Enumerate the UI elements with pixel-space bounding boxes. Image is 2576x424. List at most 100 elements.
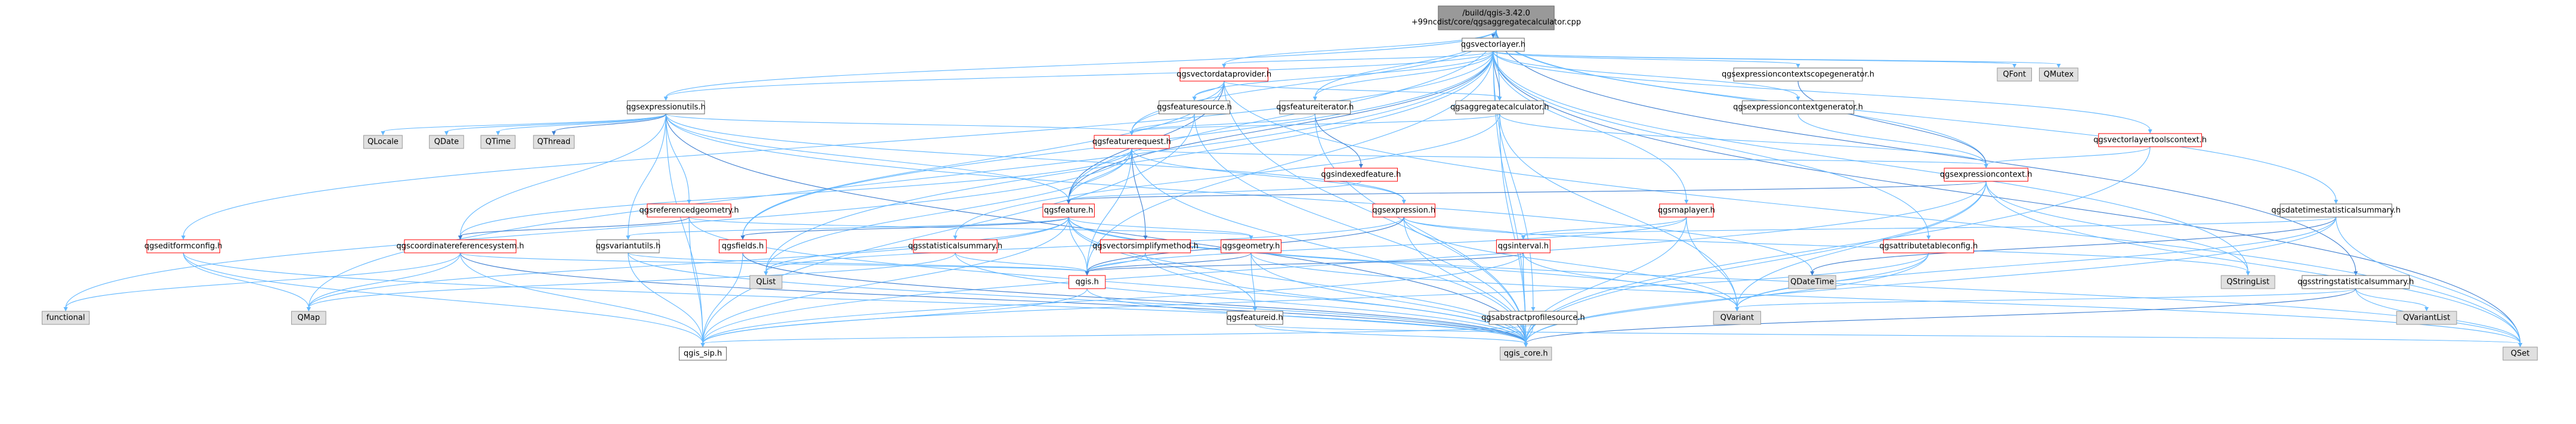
node-qgis_sip[interactable]: qgis_sip.h <box>679 346 727 361</box>
node-qgsstringstatisticalsummary[interactable]: qgsstringstatisticalsummary.h <box>2297 275 2414 289</box>
edge-arrowhead <box>1796 97 1800 101</box>
edge-qgsexpressioncontextscopegenerator-to-qgsexpressioncontext <box>1797 81 1987 165</box>
node-qgsexpressioncontextgenerator[interactable]: qgsexpressioncontextgenerator.h <box>1733 100 1863 114</box>
node-box <box>1733 67 1863 82</box>
node-label: qgis.h <box>1076 278 1099 287</box>
edge-qgsexpression-to-QStringList <box>1403 216 2248 273</box>
node-qgsfields[interactable]: qgsfields.h <box>718 239 767 253</box>
node-label: qgsexpressionutils.h <box>626 103 706 112</box>
edge-arrowhead <box>1810 271 1815 276</box>
node-qgsvectorlayertoolscontext[interactable]: qgsvectorlayertoolscontext.h <box>2093 133 2207 147</box>
node-qgsinterval[interactable]: qgsinterval.h <box>1496 239 1550 253</box>
node-qgseditformconfig[interactable]: qgseditformconfig.h <box>144 239 223 253</box>
node-label: qgsfields.h <box>722 242 764 251</box>
node-qgsvariantutils[interactable]: qgsvariantutils.h <box>595 239 660 253</box>
node-box <box>1221 239 1281 253</box>
edge-qgsexpressioncontext-to-qgsfeature <box>1068 181 1987 201</box>
edge-arrowhead <box>2148 129 2152 134</box>
edge-arrowhead <box>663 97 668 101</box>
edge-arrowhead <box>1192 97 1197 101</box>
node-box <box>480 135 516 149</box>
node-qgsreferencedgeometry[interactable]: qgsreferencedgeometry.h <box>640 203 739 218</box>
edge-qgsmaplayer-to-QVariant <box>1686 216 1738 308</box>
node-label: QMap <box>298 314 320 323</box>
edge-arrowhead <box>2245 271 2250 276</box>
node-qgsaggregatecalculator[interactable]: qgsaggregatecalculator.h <box>1450 100 1549 114</box>
node-box <box>1659 203 1714 218</box>
node-qgsfeature[interactable]: qgsfeature.h <box>1042 203 1095 218</box>
node-label: qgsmaplayer.h <box>1658 206 1715 215</box>
edge-arrowhead <box>1143 236 1148 240</box>
node-box <box>533 135 575 149</box>
node-label: qgsexpression.h <box>1372 206 1435 215</box>
node-qgscoordinatereferencesystem[interactable]: qgscoordinatereferencesystem.h <box>396 239 524 253</box>
node-qgsfeatureiterator[interactable]: qgsfeatureiterator.h <box>1276 100 1354 114</box>
node-qgsdatetimestatisticalsummary[interactable]: qgsdatetimestatisticalsummary.h <box>2271 203 2401 218</box>
node-label: qgsvectorlayertoolscontext.h <box>2093 136 2207 145</box>
node-label: qgsexpressioncontext.h <box>1940 171 2033 179</box>
node-qgsvectorsimplifymethod[interactable]: qgsvectorsimplifymethod.h <box>1092 239 1199 253</box>
node-qgsexpressioncontextscopegenerator[interactable]: qgsexpressioncontextscopegenerator.h <box>1722 67 1874 82</box>
edge-qgsvectorlayer-to-QSet <box>1493 51 2521 344</box>
edge-arrowhead <box>496 131 501 135</box>
node-qgsattributetableconfig[interactable]: qgsattributetableconfig.h <box>1879 239 1978 253</box>
node-label: qgis_core.h <box>1504 349 1548 358</box>
edge-qgsfeatureid-to-QSet <box>1255 324 2521 344</box>
edge-arrowhead <box>1531 307 1536 311</box>
edge-qgsfields-to-qgis_sip <box>702 252 743 344</box>
node-box <box>1042 203 1095 218</box>
node-qgsexpressioncontext[interactable]: qgsexpressioncontext.h <box>1940 168 2033 182</box>
node-box <box>718 239 767 253</box>
node-qgsstatisticalsummary[interactable]: qgsstatisticalsummary.h <box>908 239 1002 253</box>
edge-qgsexpressionutils-to-QDate <box>446 113 666 132</box>
node-qgsfeatureid[interactable]: qgsfeatureid.h <box>1227 311 1283 325</box>
edge-qgsexpression-to-QVariant <box>1403 216 1738 308</box>
edge-qgsfeatureiterator-to-qgsfeaturerequest <box>1131 113 1315 132</box>
node-QVariantList: QVariantList <box>2396 311 2457 325</box>
node-qgsfeaturerequest[interactable]: qgsfeaturerequest.h <box>1092 135 1171 149</box>
edge-qgsstringstatisticalsummary-to-qgis_core <box>1525 288 2356 344</box>
node-label: qgseditformconfig.h <box>144 242 223 251</box>
edge-qgsexpressionutils-to-qgsfeature <box>665 113 1069 201</box>
node-root[interactable]: /build/qgis-3.42.0+99ncdist/core/qgsaggr… <box>1411 5 1581 30</box>
node-qgsabstractprofilesource[interactable]: qgsabstractprofilesource.h <box>1481 311 1585 325</box>
edge-qgsaggregatecalculator-to-QVariant <box>1499 113 1738 308</box>
node-box <box>1713 311 1761 325</box>
node-label: qgsabstractprofilesource.h <box>1481 314 1585 323</box>
edge-qgsfeaturerequest-to-qgis_core <box>1131 148 1527 344</box>
node-label: qgsvectordataprovider.h <box>1176 70 1271 79</box>
edge-qgsexpressionutils-to-qgsfeaturerequest <box>665 113 1132 132</box>
node-box <box>1500 346 1552 361</box>
edge-qgsreferencedgeometry-to-qgscoordinatereferencesystem <box>459 216 690 237</box>
edge-arrowhead <box>1491 34 1496 38</box>
edge-qgsmaplayer-to-qgs_h <box>1086 216 1687 273</box>
node-qgsvectorlayer[interactable]: qgsvectorlayer.h <box>1461 38 1525 52</box>
node-qgsindexedfeature[interactable]: qgsindexedfeature.h <box>1321 168 1401 182</box>
edge-qgscoordinatereferencesystem-to-QMap <box>308 252 461 308</box>
node-label: qgsfeature.h <box>1044 206 1094 215</box>
edge-qgsexpressioncontext-to-QSet <box>1985 181 2521 344</box>
edge-arrowhead <box>458 236 462 240</box>
node-label: QList <box>756 278 776 287</box>
node-label: qgscoordinatereferencesystem.h <box>396 242 524 251</box>
node-label: qgsfeaturesource.h <box>1157 103 1232 112</box>
node-qgs_h[interactable]: qgis.h <box>1068 275 1106 289</box>
edge-qgsabstractprofilesource-to-qgis_core <box>1525 324 1534 344</box>
node-qgsexpressionutils[interactable]: qgsexpressionutils.h <box>626 100 706 114</box>
node-qgsmaplayer[interactable]: qgsmaplayer.h <box>1658 203 1715 218</box>
node-label: qgsindexedfeature.h <box>1321 171 1401 179</box>
edge-arrowhead <box>700 343 705 347</box>
node-label: /build/qgis-3.42.0 <box>1462 9 1530 18</box>
node-label: QSet <box>2511 349 2530 358</box>
node-qgsgeometry[interactable]: qgsgeometry.h <box>1221 239 1281 253</box>
node-QDate: QDate <box>429 135 464 149</box>
node-qgsvectordataprovider[interactable]: qgsvectordataprovider.h <box>1176 67 1271 82</box>
node-qgsfeaturesource[interactable]: qgsfeaturesource.h <box>1157 100 1232 114</box>
edge-qgsexpressioncontext-to-qgis_sip <box>702 181 1987 344</box>
node-box <box>2302 275 2410 289</box>
node-qgsexpression[interactable]: qgsexpression.h <box>1372 203 1435 218</box>
edge-qgsgeometry-to-qgsfeatureid <box>1250 252 1256 308</box>
edge-qgsvariantutils-to-qgis_sip <box>628 252 703 344</box>
edge-qgsexpression-to-QList <box>765 216 1404 273</box>
edge-arrowhead <box>1222 64 1227 68</box>
